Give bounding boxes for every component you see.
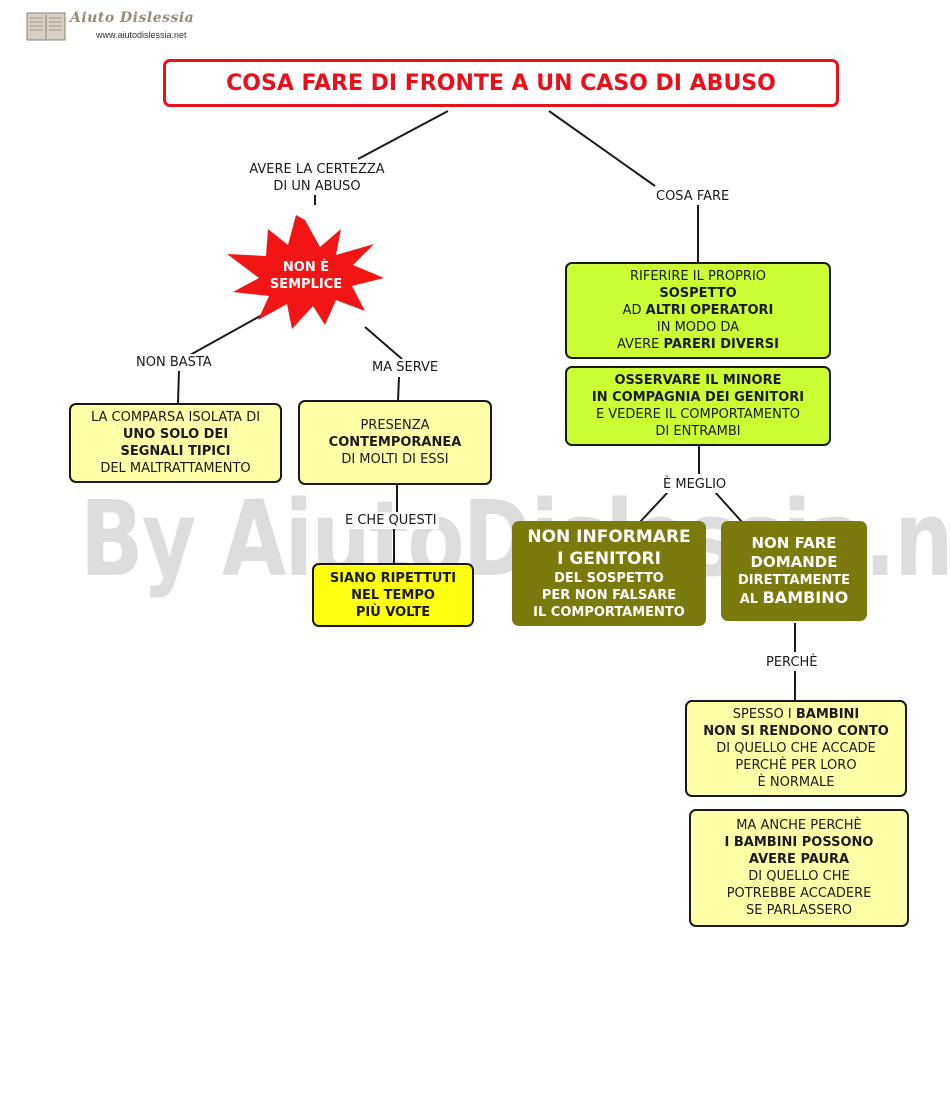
- node-ma-anche: MA ANCHE PERCHÈ I BAMBINI POSSONO AVERE …: [689, 809, 909, 927]
- text-run: AL: [739, 592, 763, 607]
- label-line: AVERE LA CERTEZZA: [249, 162, 385, 177]
- node-osservare: OSSERVARE IL MINORE IN COMPAGNIA DEI GEN…: [565, 366, 831, 446]
- node-line: SEGNALI TIPICI: [120, 444, 231, 459]
- node-line: DEL SOSPETTO: [554, 571, 664, 586]
- non-semplice-star: NON È SEMPLICE: [226, 212, 386, 330]
- node-line: POTREBBE ACCADERE: [726, 886, 872, 901]
- node-line: OSSERVARE IL MINORE: [614, 373, 782, 388]
- label-e-meglio: È MEGLIO: [661, 476, 729, 493]
- line-nonbasta-comparsa: [177, 370, 180, 404]
- node-non-fare-domande: NON FARE DOMANDE DIRETTAMENTE AL BAMBINO: [721, 521, 867, 621]
- node-line: DI MOLTI DI ESSI: [341, 452, 449, 467]
- label-line: DI UN ABUSO: [273, 179, 361, 194]
- node-comparsa-isolata: LA COMPARSA ISOLATA DI UNO SOLO DEI SEGN…: [69, 403, 282, 483]
- label-perche: PERCHÈ: [764, 654, 820, 671]
- text-run: BAMBINO: [762, 588, 849, 607]
- node-line: SIANO RIPETTUTI: [329, 570, 457, 586]
- text-run: PARERI DIVERSI: [663, 337, 779, 352]
- node-line: SE PARLASSERO: [746, 903, 852, 918]
- book-icon: [26, 12, 66, 41]
- node-line: IL COMPORTAMENTO: [533, 605, 685, 620]
- node-line: PER NON FALSARE: [541, 588, 677, 603]
- line-meglio-noninformare: [639, 491, 669, 523]
- node-line: NON INFORMARE: [527, 527, 691, 547]
- starburst-shape: [227, 215, 384, 329]
- node-line: DIRETTAMENTE: [737, 573, 851, 588]
- star-line: SEMPLICE: [269, 277, 343, 292]
- node-line: DI QUELLO CHE: [748, 869, 850, 884]
- node-line: AL BAMBINO: [740, 589, 849, 608]
- node-line: LA COMPARSA ISOLATA DI: [90, 410, 261, 425]
- node-line: IN MODO DA: [656, 320, 740, 335]
- label-ma-serve: MA SERVE: [370, 359, 441, 376]
- node-line: NON FARE: [751, 534, 837, 552]
- node-line: SPESSO I BAMBINI: [733, 706, 860, 723]
- node-line: DOMANDE: [750, 553, 838, 571]
- node-presenza: PRESENZA CONTEMPORANEA DI MOLTI DI ESSI: [298, 400, 492, 485]
- node-line: PERCHÈ PER LORO: [735, 758, 857, 773]
- label-e-che-questi: E CHE QUESTI: [343, 512, 439, 529]
- node-spesso-bambini: SPESSO I BAMBINI NON SI RENDONO CONTO DI…: [685, 700, 907, 797]
- line-meglio-nonfare: [714, 491, 743, 523]
- text-run: AVERE: [616, 337, 664, 352]
- text-run: AD: [622, 303, 646, 318]
- node-line: DI ENTRAMBI: [655, 424, 741, 439]
- node-line: I GENITORI: [557, 549, 661, 569]
- node-line: I BAMBINI POSSONO: [724, 835, 874, 850]
- line-star-nonbasta: [189, 314, 263, 356]
- line-title-right: [548, 110, 656, 187]
- node-line: MA ANCHE PERCHÈ: [736, 818, 862, 833]
- node-line: RIFERIRE IL PROPRIO: [629, 269, 767, 284]
- node-line: È NORMALE: [757, 775, 835, 790]
- node-line: AVERE PARERI DIVERSI: [617, 336, 779, 353]
- text-run: BAMBINI: [795, 707, 860, 722]
- label-avere-certezza: AVERE LA CERTEZZA DI UN ABUSO: [238, 161, 396, 195]
- node-line: PIÙ VOLTE: [355, 604, 431, 620]
- node-line: CONTEMPORANEA: [328, 435, 462, 450]
- label-non-basta: NON BASTA: [134, 354, 214, 371]
- node-line: DI QUELLO CHE ACCADE: [716, 741, 876, 756]
- node-line: NEL TEMPO: [351, 587, 435, 603]
- text-run: SPESSO I: [732, 707, 796, 722]
- label-cosa-fare: COSA FARE: [654, 188, 732, 205]
- node-ripetuti: SIANO RIPETTUTI NEL TEMPO PIÙ VOLTE: [312, 563, 474, 627]
- text-run: ALTRI OPERATORI: [645, 303, 774, 318]
- star-text: NON È SEMPLICE: [226, 259, 386, 293]
- node-line: NON SI RENDONO CONTO: [703, 724, 889, 739]
- logo-title: Aiuto Dislessia: [70, 10, 195, 26]
- logo-url: www.aiutodislessia.net: [96, 30, 187, 40]
- node-line: PRESENZA: [360, 418, 430, 433]
- line-title-left: [357, 110, 449, 160]
- node-riferire: RIFERIRE IL PROPRIO SOSPETTO AD ALTRI OP…: [565, 262, 831, 359]
- node-line: UNO SOLO DEI: [122, 427, 229, 442]
- page-title: COSA FARE DI FRONTE A UN CASO DI ABUSO: [226, 70, 776, 96]
- node-line: IN COMPAGNIA DEI GENITORI: [591, 390, 805, 405]
- node-non-informare: NON INFORMARE I GENITORI DEL SOSPETTO PE…: [512, 521, 706, 626]
- node-line: E VEDERE IL COMPORTAMENTO: [595, 407, 801, 422]
- node-line: DEL MALTRATTAMENTO: [100, 461, 251, 476]
- line-star-maserve: [364, 326, 403, 360]
- site-logo[interactable]: Aiuto Dislessia www.aiutodislessia.net: [26, 8, 196, 44]
- line-maserve-presenza: [397, 376, 400, 402]
- node-line: AD ALTRI OPERATORI: [623, 302, 774, 319]
- node-line: SOSPETTO: [659, 286, 737, 301]
- star-line: NON È: [282, 260, 330, 275]
- node-line: AVERE PAURA: [748, 852, 850, 867]
- title-box: COSA FARE DI FRONTE A UN CASO DI ABUSO: [163, 59, 839, 107]
